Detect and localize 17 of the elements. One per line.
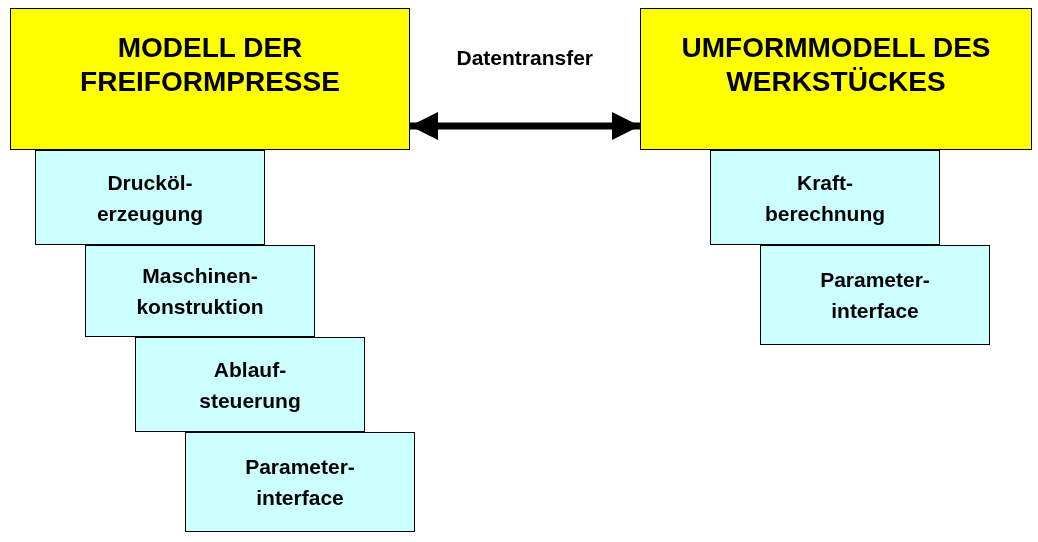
module-label: Parameter- interface	[244, 454, 356, 511]
module-label: Parameter- interface	[819, 267, 931, 324]
module-label: Ablauf- steuerung	[198, 356, 302, 414]
module-box	[185, 432, 415, 532]
module-label: Maschinen- konstruktion	[135, 263, 265, 320]
model-box	[640, 8, 1032, 150]
module-box	[35, 150, 265, 245]
model-title: UMFORMMODELL DES WERKSTÜCKES	[680, 31, 992, 99]
module-box	[710, 150, 940, 245]
module-box	[85, 245, 315, 337]
module-box	[135, 337, 365, 432]
model-title: MODELL DER FREIFORMPRESSE	[79, 31, 341, 99]
model-box	[10, 8, 410, 150]
module-label: Drucköl- erzeugung	[95, 169, 205, 227]
module-label: Kraft- berechnung	[763, 169, 887, 227]
module-box	[760, 245, 990, 345]
double-arrow	[410, 112, 640, 140]
